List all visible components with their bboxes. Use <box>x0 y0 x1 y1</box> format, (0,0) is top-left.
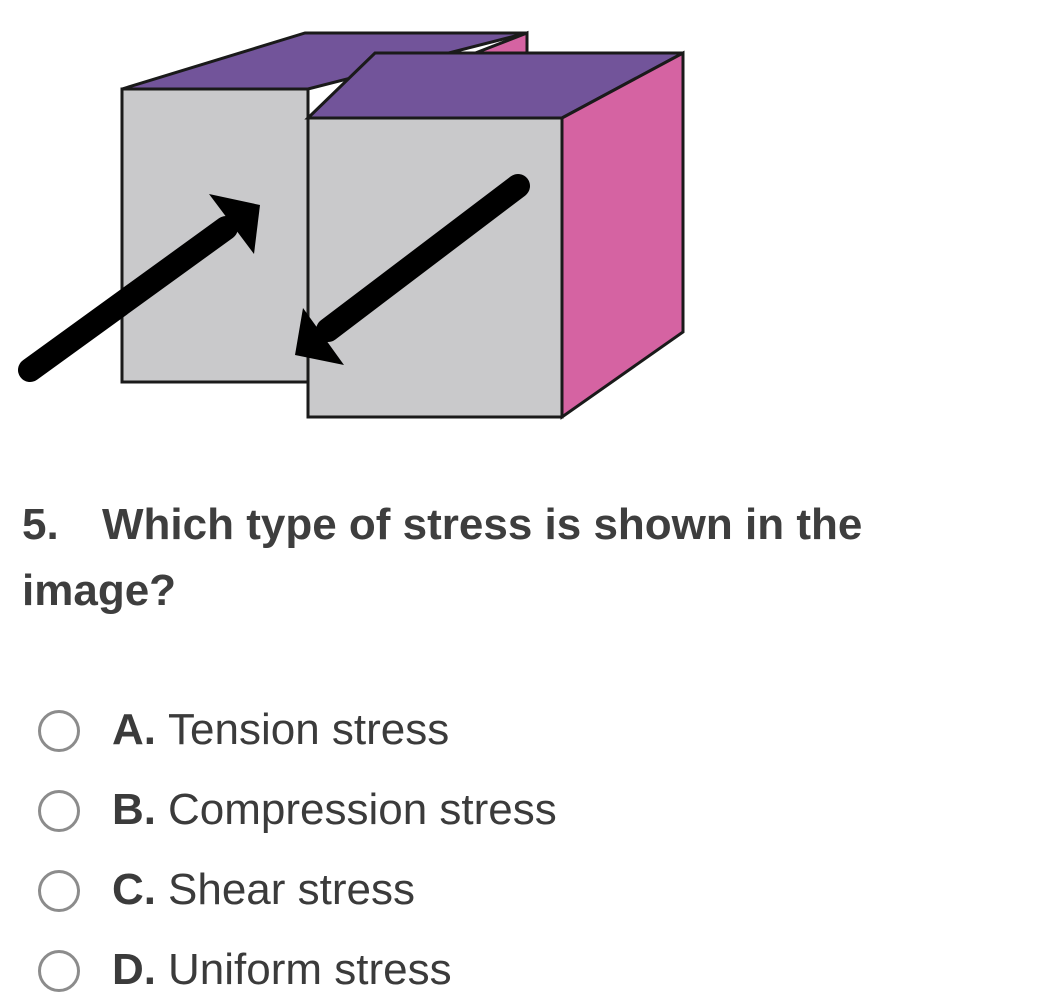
option-letter: A. <box>112 705 156 754</box>
option-letter: C. <box>112 865 156 914</box>
question-text: Which type of stress is shown in the ima… <box>22 500 863 615</box>
option-label: Tension stress <box>168 705 450 754</box>
option-label: Shear stress <box>168 865 415 914</box>
radio-button-icon[interactable] <box>38 710 80 752</box>
option-b[interactable]: B.Compression stress <box>38 770 938 850</box>
option-c-text[interactable]: C.Shear stress <box>112 865 415 915</box>
shear-stress-diagram <box>0 0 700 440</box>
radio-button-icon[interactable] <box>38 790 80 832</box>
option-d[interactable]: D.Uniform stress <box>38 930 938 1001</box>
option-label: Compression stress <box>168 785 557 834</box>
option-c[interactable]: C.Shear stress <box>38 850 938 930</box>
question-prompt: 5.Which type of stress is shown in the i… <box>22 492 1002 624</box>
option-letter: B. <box>112 785 156 834</box>
option-d-text[interactable]: D.Uniform stress <box>112 945 452 995</box>
radio-button-icon[interactable] <box>38 870 80 912</box>
arrow-up-right-icon <box>18 194 260 382</box>
answer-options: A.Tension stress B.Compression stress C.… <box>38 690 938 1001</box>
option-label: Uniform stress <box>168 945 452 994</box>
arrow-down-left-icon <box>295 174 530 365</box>
question-number: 5. <box>22 500 59 549</box>
option-a[interactable]: A.Tension stress <box>38 690 938 770</box>
front-block-front-face <box>306 116 564 419</box>
option-a-text[interactable]: A.Tension stress <box>112 705 449 755</box>
shear-stress-blocks-icon <box>18 30 685 420</box>
radio-button-icon[interactable] <box>38 950 80 992</box>
front-block-side-face <box>560 50 685 420</box>
option-b-text[interactable]: B.Compression stress <box>112 785 557 835</box>
option-letter: D. <box>112 945 156 994</box>
